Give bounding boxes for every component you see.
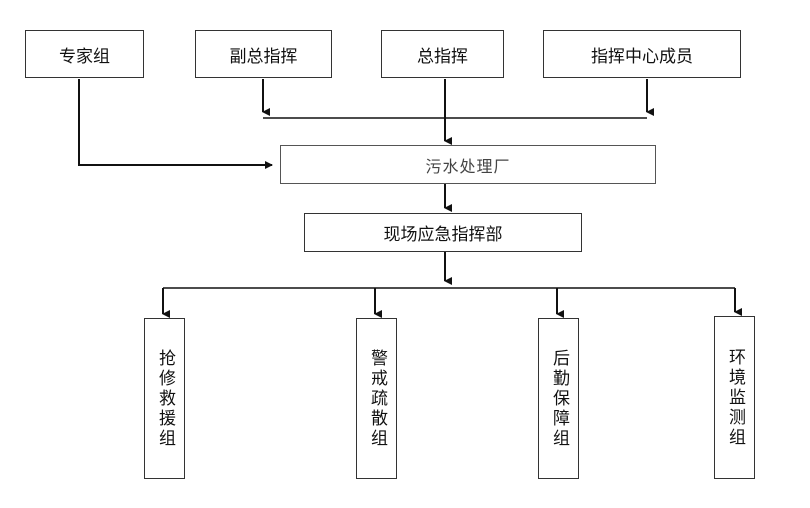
evacuation-group-box: 警戒疏散组	[356, 318, 397, 479]
expert-group-label: 专家组	[59, 46, 110, 67]
sewage-plant-label: 污水处理厂	[425, 156, 511, 176]
chief-commander-label: 总指挥	[417, 46, 468, 67]
deputy-commander-box: 副总指挥	[195, 30, 332, 78]
logistics-group-label: 后勤保障组	[549, 348, 569, 449]
evacuation-group-label: 警戒疏散组	[367, 348, 387, 449]
rescue-group-label: 抢修救援组	[155, 348, 175, 449]
site-command-box: 现场应急指挥部	[304, 213, 582, 252]
logistics-group-box: 后勤保障组	[538, 318, 579, 479]
expert-group-box: 专家组	[25, 30, 144, 78]
monitoring-group-box: 环境监测组	[714, 316, 755, 479]
monitoring-group-label: 环境监测组	[725, 347, 745, 448]
command-members-box: 指挥中心成员	[543, 30, 741, 78]
chief-commander-box: 总指挥	[381, 30, 504, 78]
command-members-label: 指挥中心成员	[591, 46, 693, 67]
deputy-commander-label: 副总指挥	[229, 46, 298, 67]
site-command-label: 现场应急指挥部	[383, 225, 503, 245]
rescue-group-box: 抢修救援组	[144, 318, 185, 479]
sewage-plant-box: 污水处理厂	[280, 145, 656, 184]
connector-expert	[78, 79, 273, 169]
